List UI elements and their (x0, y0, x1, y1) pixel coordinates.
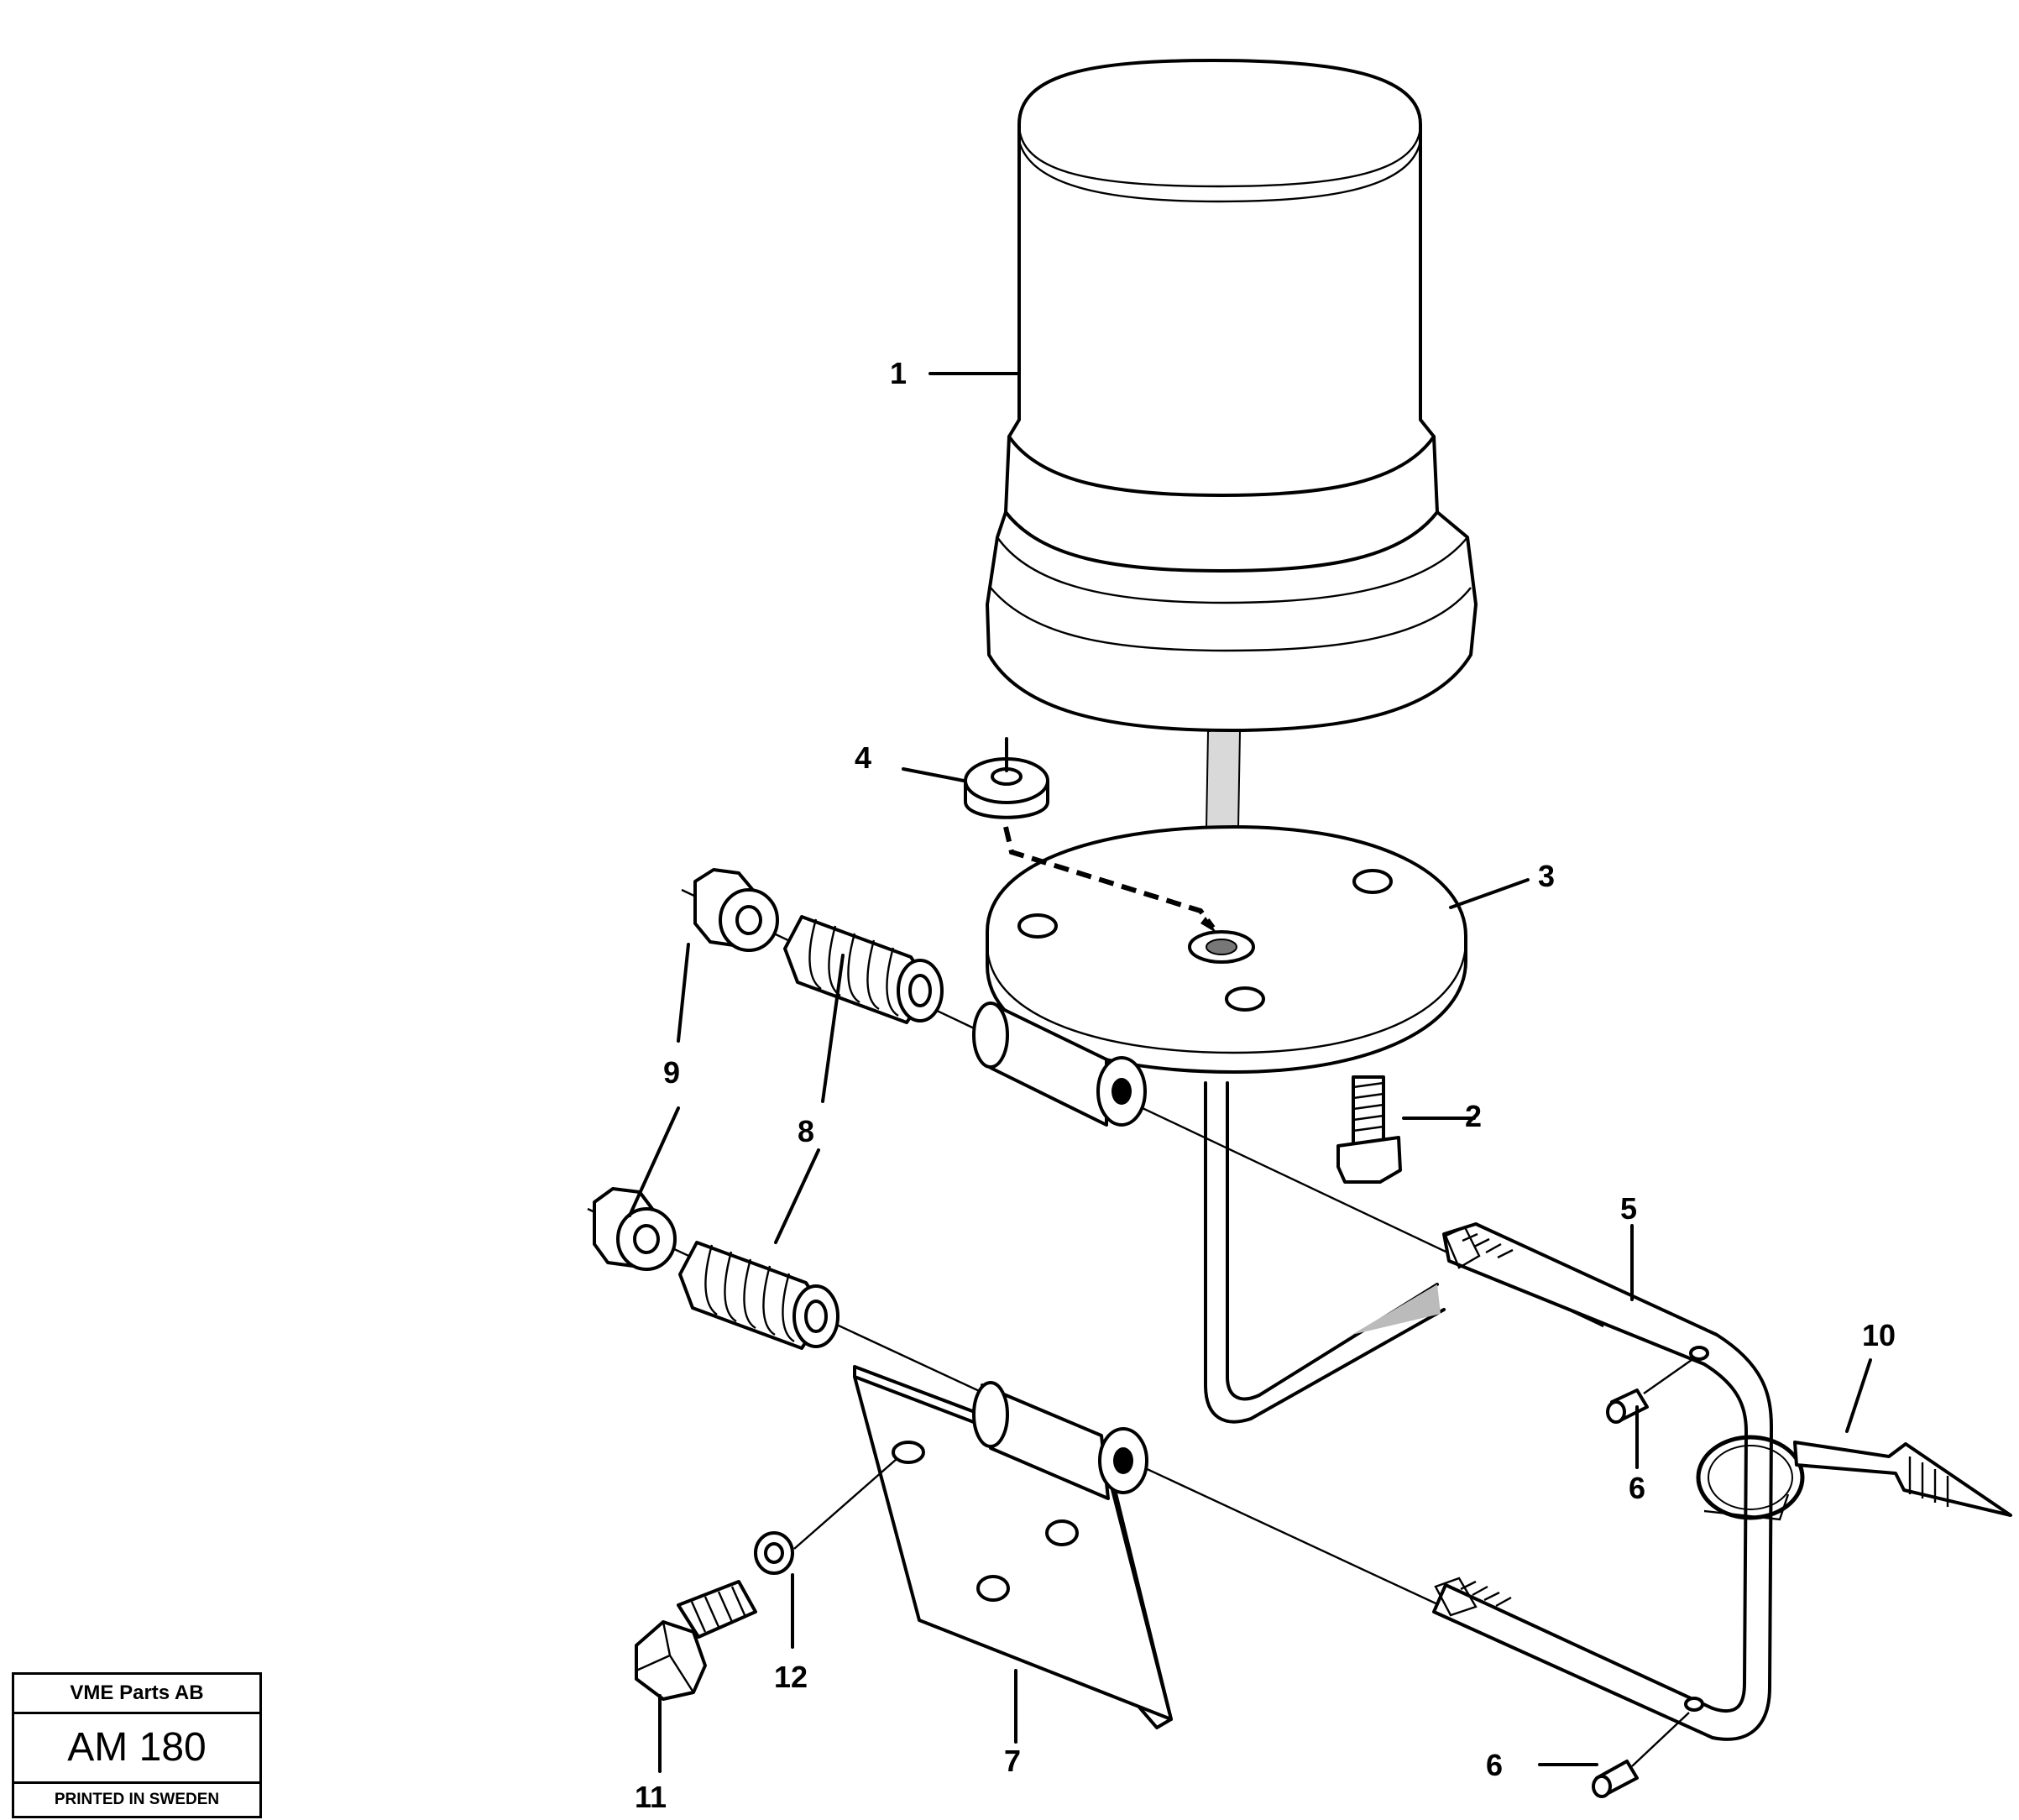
callout-labels: 1 2 3 4 5 6 6 7 8 9 10 11 12 (635, 356, 1896, 1814)
pin-lower (1592, 1712, 1690, 1798)
leader-lines (628, 372, 1872, 1773)
cable-tie (1696, 1435, 2012, 1521)
callout-7: 7 (1004, 1744, 1021, 1778)
callout-3: 3 (1538, 859, 1555, 893)
beacon-dome (986, 59, 1478, 732)
pin-upper (1606, 1359, 1692, 1424)
callout-6-lower: 6 (1486, 1748, 1503, 1782)
mounting-plate (793, 1365, 1173, 1729)
title-block-company: VME Parts AB (14, 1675, 259, 1714)
callout-2: 2 (1465, 1099, 1482, 1133)
callout-9: 9 (663, 1055, 680, 1090)
callout-6-upper: 6 (1629, 1471, 1645, 1505)
callout-5: 5 (1620, 1191, 1637, 1226)
bolt-large (635, 1580, 757, 1701)
spring-lower (678, 1241, 840, 1350)
spacer-tube-upper (972, 1002, 1147, 1127)
nut-lower (593, 1187, 677, 1271)
spring-upper (783, 915, 944, 1024)
callout-12: 12 (774, 1660, 808, 1694)
washer (754, 1531, 794, 1575)
grommet-washer (964, 737, 1049, 819)
callout-1: 1 (890, 356, 907, 390)
title-block: VME Parts AB AM 180 PRINTED IN SWEDEN (12, 1672, 262, 1818)
callout-10: 10 (1862, 1318, 1896, 1352)
base-plate (986, 825, 1467, 1074)
bolt-small (1336, 1075, 1402, 1184)
callout-4: 4 (855, 740, 871, 775)
title-block-code: AM 180 (14, 1714, 259, 1784)
callout-8: 8 (798, 1114, 814, 1148)
callout-11: 11 (635, 1780, 667, 1814)
nut-upper (693, 868, 779, 952)
u-bolt (1432, 1222, 1773, 1741)
title-block-printed: PRINTED IN SWEDEN (54, 1791, 220, 1808)
